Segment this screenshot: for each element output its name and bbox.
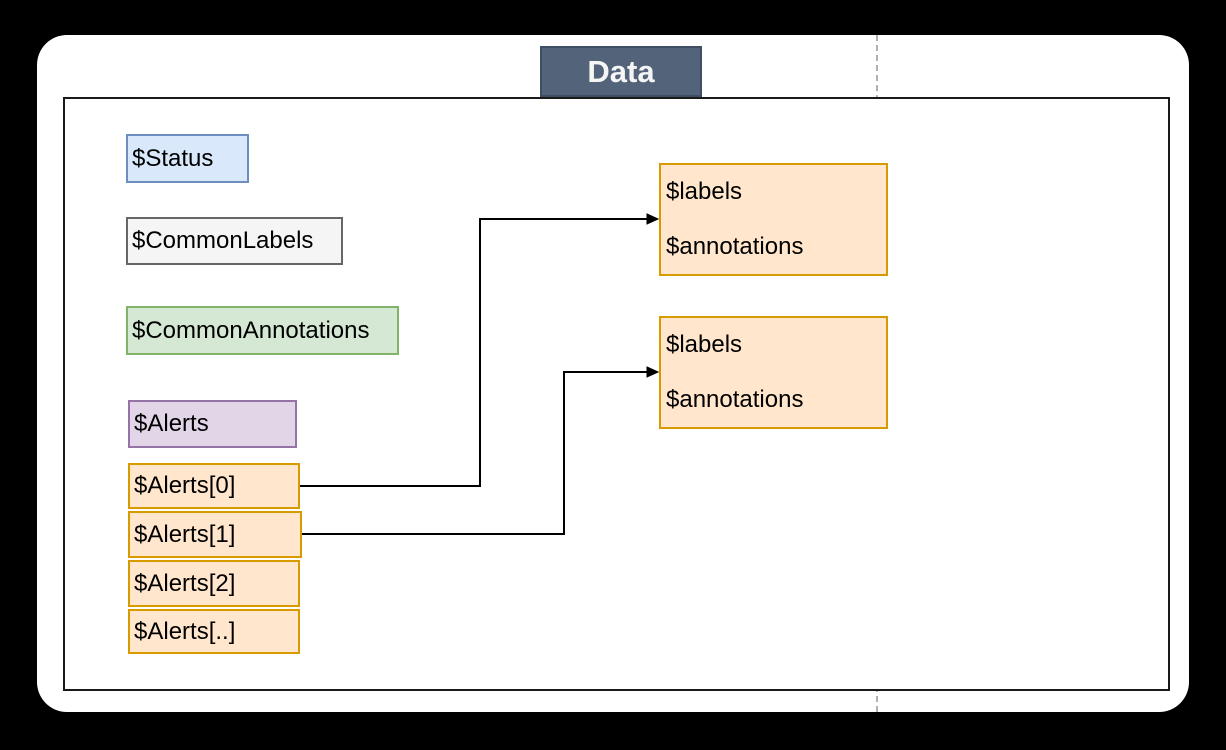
- detail-box-alert-0: $labels $annotations: [659, 163, 888, 276]
- node-common-annotations-label: $CommonAnnotations: [132, 316, 370, 344]
- data-title-box: Data: [540, 46, 702, 97]
- node-alerts-1: $Alerts[1]: [128, 511, 302, 558]
- node-common-annotations: $CommonAnnotations: [126, 306, 399, 355]
- node-alerts: $Alerts: [128, 400, 297, 448]
- node-common-labels-label: $CommonLabels: [132, 227, 314, 254]
- node-common-labels: $CommonLabels: [126, 217, 343, 265]
- node-alerts-2-label: $Alerts[2]: [134, 569, 236, 597]
- detail-box-alert-0-annotations: $annotations: [666, 232, 804, 260]
- node-alerts-2: $Alerts[2]: [128, 560, 300, 607]
- node-status-label: $Status: [132, 144, 214, 172]
- node-alerts-label: $Alerts: [134, 410, 209, 437]
- node-alerts-rest-label: $Alerts[..]: [134, 617, 236, 645]
- node-alerts-0-label: $Alerts[0]: [134, 472, 236, 499]
- node-status: $Status: [126, 134, 249, 183]
- detail-box-alert-1-annotations: $annotations: [666, 385, 804, 413]
- data-title-label: Data: [587, 53, 655, 89]
- detail-box-alert-0-labels: $labels: [666, 178, 743, 206]
- node-alerts-0: $Alerts[0]: [128, 463, 300, 509]
- node-alerts-rest: $Alerts[..]: [128, 609, 300, 654]
- node-alerts-1-label: $Alerts[1]: [134, 520, 236, 548]
- detail-box-alert-1-labels: $labels: [666, 331, 743, 359]
- detail-box-alert-1: $labels $annotations: [659, 316, 888, 429]
